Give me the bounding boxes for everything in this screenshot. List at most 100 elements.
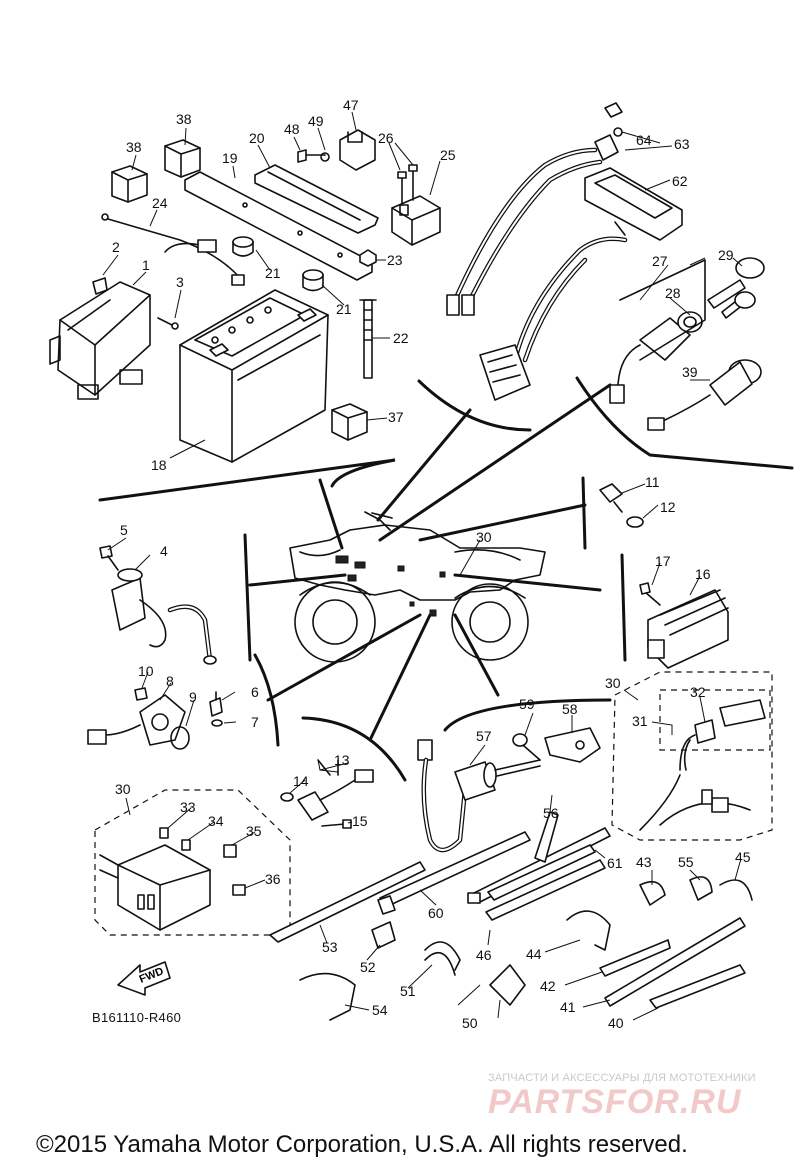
callout-30-center: 30 — [476, 529, 492, 545]
callout-29: 29 — [718, 247, 734, 263]
callout-45: 45 — [735, 849, 751, 865]
callout-13: 13 — [334, 752, 350, 768]
callout-56: 56 — [543, 805, 559, 821]
callout-34: 34 — [208, 813, 224, 829]
callout-11: 11 — [645, 474, 660, 490]
callout-30-left: 30 — [115, 781, 131, 797]
callout-61: 61 — [607, 855, 623, 871]
callout-28: 28 — [665, 285, 681, 301]
callout-19: 19 — [222, 150, 238, 166]
damper-21 — [232, 236, 324, 292]
washer-49 — [320, 152, 330, 162]
callout-53: 53 — [322, 939, 338, 955]
relay-38a — [111, 165, 148, 203]
callout-23: 23 — [387, 252, 403, 268]
callout-64: 64 — [636, 132, 652, 148]
callout-25: 25 — [440, 147, 456, 163]
callout-37: 37 — [388, 409, 404, 425]
ignition-coil-4 — [111, 568, 217, 665]
speed-sensor-13 — [297, 759, 374, 821]
bolt-3 — [157, 317, 179, 330]
callout-35: 35 — [246, 823, 262, 839]
rectifier-regulator-16 — [647, 589, 729, 669]
callout-5: 5 — [120, 522, 128, 538]
callout-33: 33 — [180, 799, 196, 815]
bolt-22 — [359, 299, 377, 379]
callout-18: 18 — [151, 457, 167, 473]
o-ring-9 — [170, 726, 190, 750]
callout-27: 27 — [652, 253, 668, 269]
battery-band — [184, 171, 373, 281]
callout-52: 52 — [360, 959, 376, 975]
handlebar-switch-harness — [446, 102, 628, 401]
clamps — [299, 876, 753, 1021]
callout-10: 10 — [138, 663, 154, 679]
callout-24: 24 — [152, 195, 168, 211]
callout-39: 39 — [682, 364, 698, 380]
callout-6: 6 — [251, 684, 259, 700]
callout-43: 43 — [636, 854, 652, 870]
atv-illustration — [289, 511, 546, 663]
temperature-sensor-6 — [209, 691, 223, 717]
callout-22: 22 — [393, 330, 409, 346]
callout-16: 16 — [695, 566, 711, 582]
callout-55: 55 — [678, 854, 694, 870]
callout-58: 58 — [562, 701, 578, 717]
callout-57: 57 — [476, 728, 492, 744]
dc-socket-39 — [647, 359, 762, 431]
callout-47: 47 — [343, 97, 359, 113]
fuse-box-group — [94, 789, 291, 936]
callout-41: 41 — [560, 999, 576, 1015]
callout-21a: 21 — [265, 265, 281, 281]
callout-51: 51 — [400, 983, 416, 999]
callout-2: 2 — [112, 239, 120, 255]
callout-7: 7 — [251, 714, 259, 730]
diagram-reference-code: B161110-R460 — [92, 1010, 182, 1025]
battery — [179, 289, 329, 463]
callout-4: 4 — [160, 543, 168, 559]
main-switch-27 — [609, 259, 706, 404]
callout-20: 20 — [249, 130, 265, 146]
callout-44: 44 — [526, 946, 542, 962]
relay-38b — [164, 139, 201, 178]
callout-12: 12 — [660, 499, 676, 515]
battery-cover — [254, 164, 379, 234]
forward-direction-arrow: FWD — [117, 961, 171, 996]
callout-63: 63 — [674, 136, 690, 152]
screw-10 — [134, 687, 148, 701]
callout-30-right: 30 — [605, 675, 621, 691]
pointer-lines — [98, 376, 794, 782]
callout-48: 48 — [284, 121, 300, 137]
o-ring-12 — [626, 516, 644, 528]
callout-17: 17 — [655, 553, 671, 569]
callout-40: 40 — [608, 1015, 624, 1031]
callout-8: 8 — [166, 673, 174, 689]
cable-ties — [269, 811, 746, 1009]
callout-3: 3 — [176, 274, 184, 290]
callout-46: 46 — [476, 947, 492, 963]
callout-32: 32 — [690, 684, 706, 700]
callout-38a: 38 — [126, 139, 142, 155]
callout-9: 9 — [189, 689, 197, 705]
gasket-7 — [211, 719, 223, 727]
relay-47 — [339, 129, 376, 171]
callout-21b: 21 — [336, 301, 352, 317]
callout-36: 36 — [265, 871, 281, 887]
o-ring-14 — [280, 792, 294, 802]
bolt-15 — [321, 819, 352, 829]
watermark-logo: PARTSFOR.RU — [488, 1083, 742, 1121]
key-29 — [707, 257, 765, 319]
battery-lead-24 — [101, 213, 245, 286]
callout-14: 14 — [293, 773, 309, 789]
relay-37 — [331, 403, 368, 441]
nut-23 — [359, 249, 377, 267]
electrical-parts-diagram: FWD — [49, 97, 794, 1031]
copyright-notice: ©2015 Yamaha Motor Corporation, U.S.A. A… — [36, 1131, 688, 1158]
callout-54: 54 — [372, 1002, 388, 1018]
ground-lead-57 — [417, 739, 541, 853]
callout-26: 26 — [378, 130, 394, 146]
callout-numbers: 1 2 3 4 5 6 7 8 9 10 11 12 13 14 15 16 1… — [112, 97, 751, 1031]
ecu-unit — [49, 281, 151, 400]
callout-59: 59 — [519, 696, 535, 712]
